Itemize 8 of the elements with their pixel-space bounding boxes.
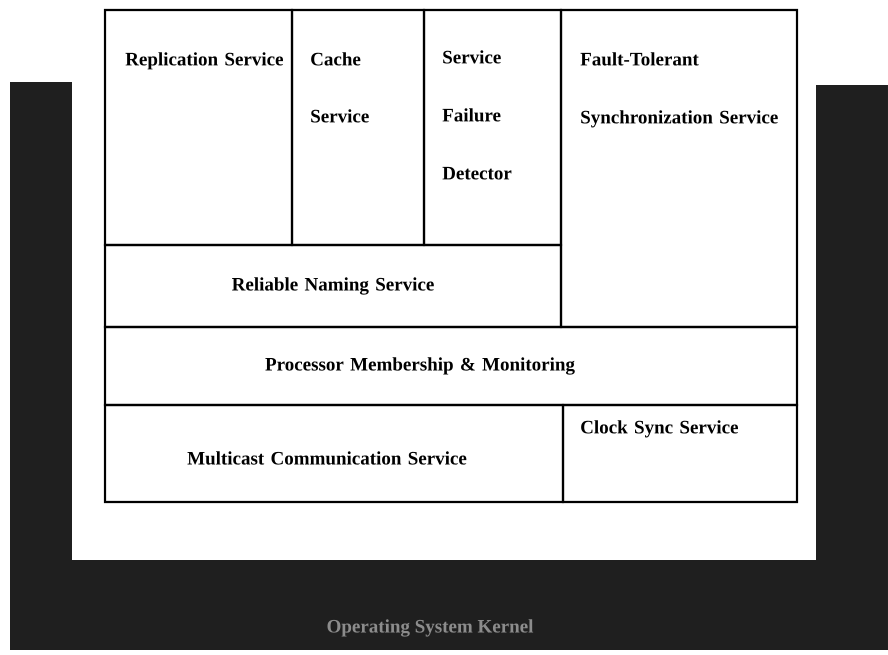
service-box: Clock Sync Service <box>562 404 798 504</box>
service-box: Replication Service <box>104 8 294 246</box>
service-box: Fault-Tolerant Synchronization Service <box>560 8 798 328</box>
service-box: Cache Service <box>290 8 426 246</box>
service-box: Processor Membership & Monitoring <box>104 326 798 406</box>
service-box: Service Failure Detector <box>422 8 562 246</box>
service-box: Multicast Communication Service <box>104 404 564 504</box>
service-box: Reliable Naming Service <box>104 244 562 328</box>
